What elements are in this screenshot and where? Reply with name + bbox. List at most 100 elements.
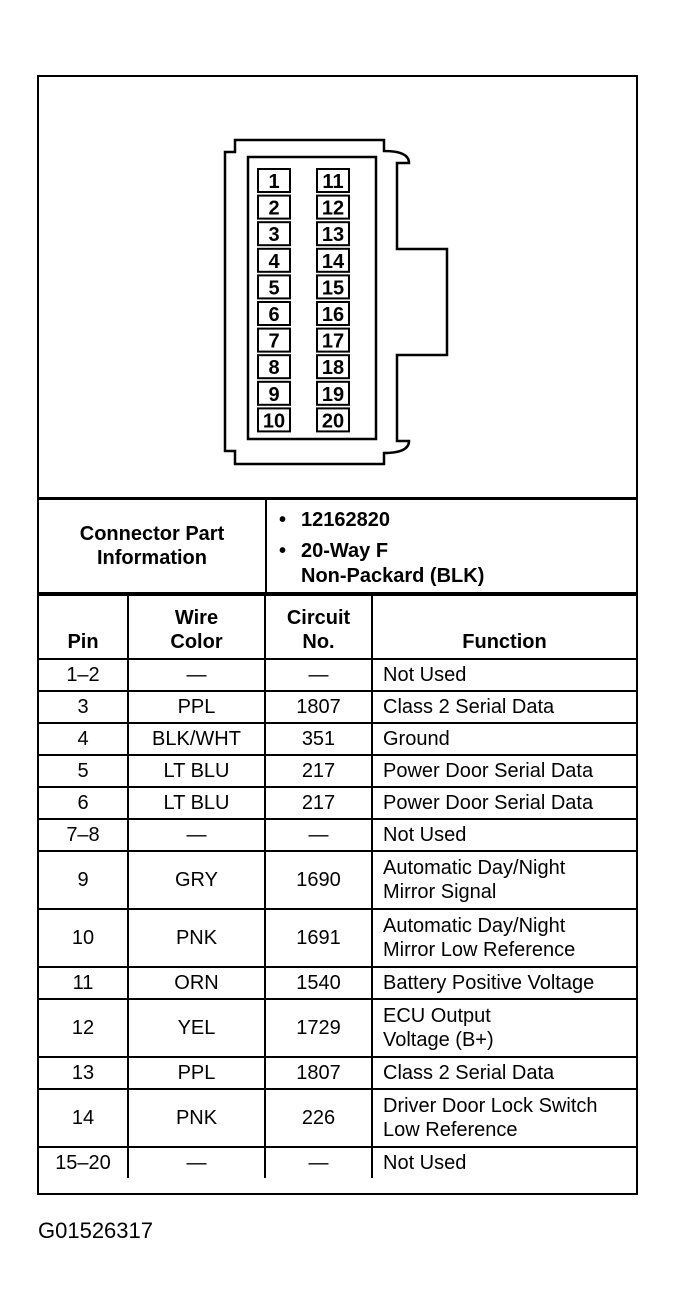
cell-function: Power Door Serial Data (371, 754, 636, 788)
connector-part-information: Connector Part Information • 12162820 • … (39, 500, 636, 594)
pin-number-label: 7 (268, 331, 279, 353)
cell-circuit-no: 351 (264, 722, 373, 756)
pin-cavity (316, 168, 350, 193)
cell-wire-color: LT BLU (127, 786, 266, 820)
connector-type: 20-Way F Non-Packard (BLK) (301, 540, 485, 587)
bullet-icon: • (279, 509, 287, 531)
pin-number-label: 18 (322, 357, 344, 379)
cell-function: Ground (371, 722, 636, 756)
part-info-label-cell: Connector Part Information (39, 500, 267, 592)
pinout-table: Pin Wire Color Circuit No. Function 1–2—… (39, 594, 636, 1178)
cell-pin: 4 (39, 722, 129, 756)
cell-wire-color: — (127, 1146, 266, 1178)
table-row: 1–2——Not Used (39, 658, 636, 692)
cell-circuit-no: 1691 (264, 908, 373, 968)
pin-cavity (257, 168, 291, 193)
pin-number-label: 20 (322, 410, 344, 432)
cell-circuit-no: 1807 (264, 690, 373, 724)
cell-pin: 10 (39, 908, 129, 968)
cell-function: Automatic Day/Night Mirror Low Reference (371, 908, 636, 968)
pin-cavity (316, 274, 350, 300)
pin-cavity (316, 247, 350, 273)
pin-cavity (257, 247, 291, 273)
pin-cavity (316, 407, 350, 433)
pin-number-label: 1 (268, 171, 279, 193)
cell-wire-color: GRY (127, 850, 266, 910)
table-row: 7–8——Not Used (39, 818, 636, 852)
cell-circuit-no: 1690 (264, 850, 373, 910)
pin-cavity (257, 380, 291, 406)
pin-cavity (257, 194, 291, 220)
pin-number-label: 16 (322, 304, 344, 326)
part-info-label: Connector Part Information (79, 523, 225, 569)
part-number: 12162820 (301, 509, 390, 531)
cell-function: Driver Door Lock Switch Low Reference (371, 1088, 636, 1148)
bullet-icon: • (279, 540, 287, 562)
pin-number-label: 15 (322, 277, 344, 299)
pin-cavity (316, 301, 350, 326)
cell-wire-color: PPL (127, 1056, 266, 1090)
cell-pin: 14 (39, 1088, 129, 1148)
pin-cavity (257, 354, 291, 380)
pin-number-label: 5 (268, 277, 279, 299)
cell-circuit-no: — (264, 658, 373, 692)
pin-cavity (257, 274, 291, 300)
cell-circuit-no: 217 (264, 754, 373, 788)
pin-cavity (316, 194, 350, 220)
pin-cavity (316, 380, 350, 406)
cell-wire-color: LT BLU (127, 754, 266, 788)
part-info-values: • 12162820 • 20-Way F Non-Packard (BLK) (279, 508, 484, 595)
cell-circuit-no: 1729 (264, 998, 373, 1058)
cell-pin: 7–8 (39, 818, 129, 852)
connector-type-item: • 20-Way F Non-Packard (BLK) (279, 539, 484, 589)
cell-circuit-no: 1807 (264, 1056, 373, 1090)
pin-cavity (257, 221, 291, 247)
cell-pin: 12 (39, 998, 129, 1058)
cell-circuit-no: — (264, 818, 373, 852)
table-row: 15–20——Not Used (39, 1146, 636, 1178)
cell-wire-color: BLK/WHT (127, 722, 266, 756)
table-header-row: Pin Wire Color Circuit No. Function (39, 594, 636, 660)
cell-pin: 15–20 (39, 1146, 129, 1178)
cell-pin: 11 (39, 966, 129, 1000)
cell-wire-color: PNK (127, 1088, 266, 1148)
pin-number-label: 10 (263, 410, 285, 432)
connector-outline (223, 138, 449, 466)
pin-number-label: 11 (322, 171, 343, 193)
pin-cavity (316, 354, 350, 380)
pin-cavity (257, 327, 291, 353)
cell-circuit-no: — (264, 1146, 373, 1178)
pin-cavity (257, 407, 291, 433)
cell-circuit-no: 226 (264, 1088, 373, 1148)
pin-cavity (316, 221, 350, 247)
cell-wire-color: YEL (127, 998, 266, 1058)
pin-cavity-frame (246, 155, 378, 441)
cell-pin: 6 (39, 786, 129, 820)
pin-number-label: 8 (268, 357, 279, 379)
cell-circuit-no: 1540 (264, 966, 373, 1000)
cell-wire-color: PNK (127, 908, 266, 968)
cell-function: Automatic Day/Night Mirror Signal (371, 850, 636, 910)
cell-function: Battery Positive Voltage (371, 966, 636, 1000)
pin-cavity (257, 301, 291, 326)
pin-number-label: 2 (268, 198, 279, 220)
pin-number-label: 6 (268, 304, 279, 326)
pin-number-label: 9 (268, 384, 279, 406)
cell-wire-color: PPL (127, 690, 266, 724)
cell-pin: 5 (39, 754, 129, 788)
